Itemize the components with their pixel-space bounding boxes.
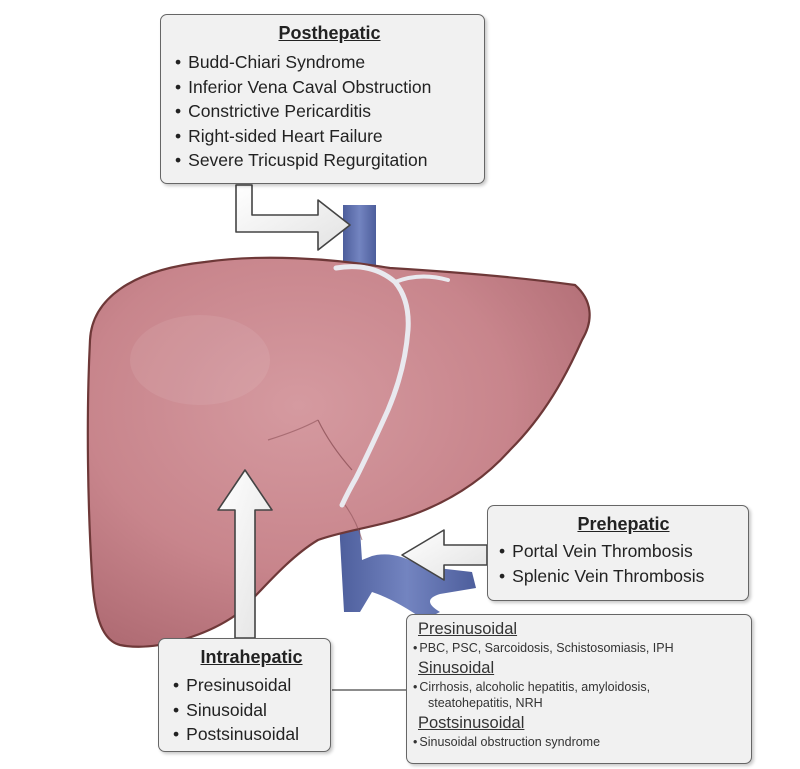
- sinusoidal-causes: Cirrhosis, alcoholic hepatitis, amyloido…: [413, 679, 751, 711]
- posthepatic-title: Posthepatic: [278, 23, 381, 43]
- intrahepatic-detail-box: Presinusoidal PBC, PSC, Sarcoidosis, Sch…: [406, 614, 752, 764]
- presinusoidal-causes: PBC, PSC, Sarcoidosis, Schistosomiasis, …: [413, 640, 751, 656]
- intrahepatic-box: Intrahepatic Presinusoidal Sinusoidal Po…: [158, 638, 331, 752]
- postsinusoidal-causes: Sinusoidal obstruction syndrome: [413, 734, 751, 750]
- posthepatic-item: Inferior Vena Caval Obstruction: [175, 75, 484, 100]
- prehepatic-box: Prehepatic Portal Vein Thrombosis Spleni…: [487, 505, 749, 601]
- prehepatic-title: Prehepatic: [577, 514, 670, 534]
- intrahepatic-item: Postsinusoidal: [173, 722, 330, 747]
- sinusoidal-title: Sinusoidal: [418, 659, 495, 677]
- intrahepatic-arrow: [217, 469, 273, 639]
- posthepatic-box: Posthepatic Budd-Chiari Syndrome Inferio…: [160, 14, 485, 184]
- intrahepatic-item: Sinusoidal: [173, 698, 330, 723]
- intrahepatic-title: Intrahepatic: [200, 647, 303, 667]
- posthepatic-arrow: [235, 184, 351, 251]
- presinusoidal-title: Presinusoidal: [418, 620, 518, 638]
- posthepatic-item: Constrictive Pericarditis: [175, 99, 484, 124]
- posthepatic-item: Budd-Chiari Syndrome: [175, 50, 484, 75]
- prehepatic-item: Splenic Vein Thrombosis: [499, 564, 748, 589]
- postsinusoidal-title: Postsinusoidal: [418, 714, 525, 732]
- posthepatic-item: Severe Tricuspid Regurgitation: [175, 148, 484, 173]
- intrahepatic-list: Presinusoidal Sinusoidal Postsinusoidal: [173, 673, 330, 747]
- posthepatic-item: Right-sided Heart Failure: [175, 124, 484, 149]
- portal-vein: [338, 470, 476, 620]
- intrahepatic-item: Presinusoidal: [173, 673, 330, 698]
- liver: [86, 256, 591, 648]
- prehepatic-list: Portal Vein Thrombosis Splenic Vein Thro…: [499, 539, 748, 588]
- prehepatic-item: Portal Vein Thrombosis: [499, 539, 748, 564]
- prehepatic-arrow: [401, 529, 488, 581]
- posthepatic-list: Budd-Chiari Syndrome Inferior Vena Caval…: [175, 50, 484, 173]
